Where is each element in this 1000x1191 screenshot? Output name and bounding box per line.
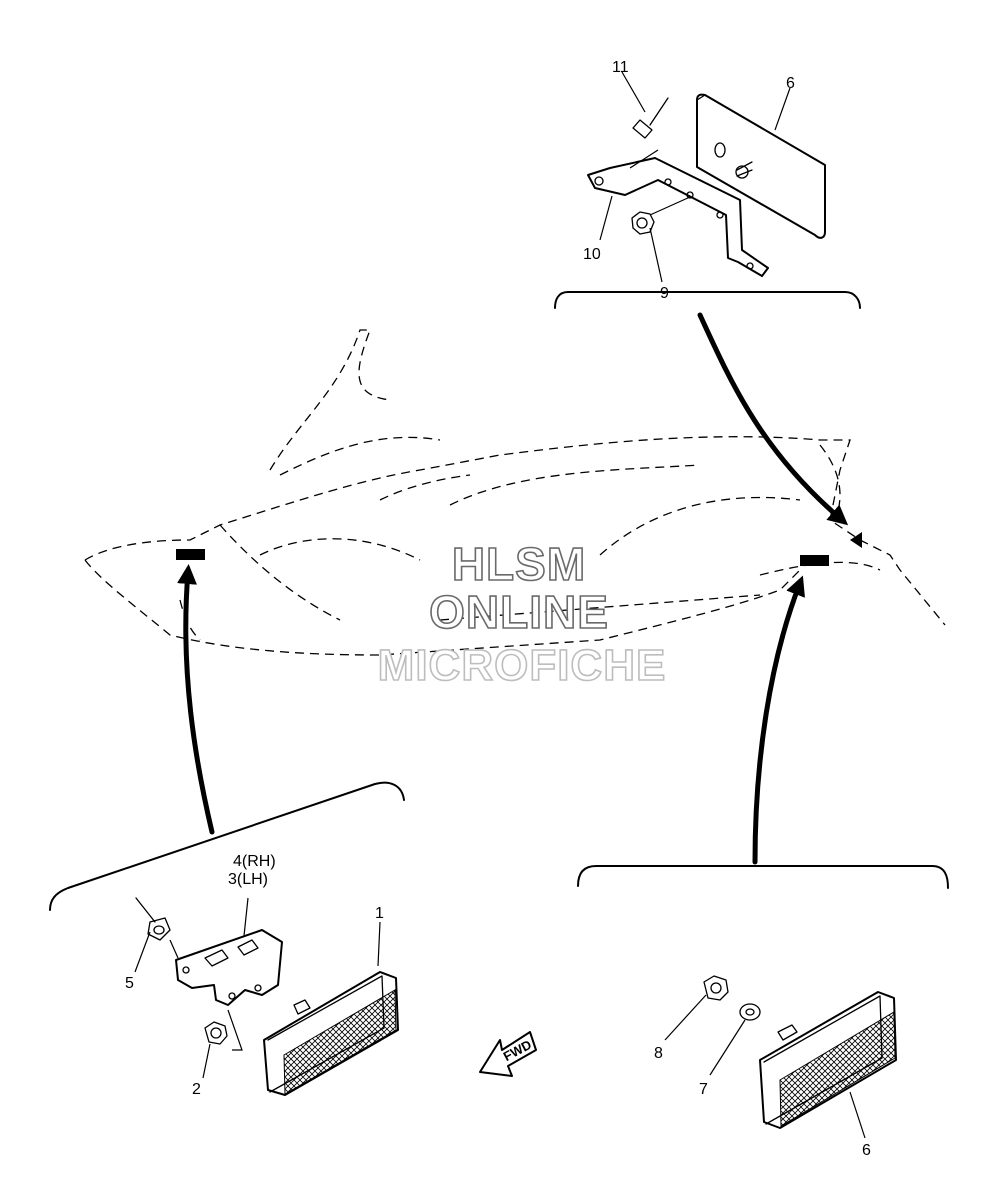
arrow-top-to-rear — [697, 312, 849, 526]
rivet-5 — [135, 897, 171, 941]
forward-direction-arrow: FWD — [479, 1031, 537, 1077]
svg-text:MICROFICHE: MICROFICHE — [378, 641, 667, 690]
nut-8 — [703, 975, 729, 1001]
callout-9: 9 — [660, 285, 669, 302]
callout-5: 5 — [125, 975, 134, 992]
rear-detail: 8 7 6 — [654, 975, 897, 1159]
callout-2: 2 — [192, 1081, 201, 1098]
front-reflector-location — [176, 549, 205, 560]
rear-reflector-location — [800, 555, 829, 566]
watermark: HLSM ONLINE MICROFICHE — [377, 537, 667, 691]
rivet-11 — [632, 97, 669, 139]
callout-7: 7 — [699, 1081, 708, 1098]
bracket-3-4 — [175, 929, 283, 1006]
callout-6-top: 6 — [786, 75, 795, 92]
bracket-10 — [587, 157, 769, 277]
arrow-front-reflector — [177, 564, 215, 835]
svg-text:HLSM: HLSM — [452, 538, 586, 590]
nut-9 — [631, 211, 655, 235]
top-detail: 11 6 10 9 — [583, 59, 826, 302]
callout-10: 10 — [583, 246, 601, 263]
callout-6-bottom: 6 — [862, 1142, 871, 1159]
detail-frame-bottom-left — [49, 781, 405, 911]
nut-2 — [204, 1021, 228, 1045]
callout-8: 8 — [654, 1045, 663, 1062]
detail-frame-bottom-right — [577, 865, 949, 889]
detail-frame-top — [554, 291, 861, 309]
reflector-6-top — [696, 93, 826, 239]
reflector-6-bottom — [759, 991, 897, 1129]
callout-1: 1 — [375, 905, 384, 922]
callout-4-rh: 4(RH) — [233, 853, 276, 870]
arrow-rear-reflector — [752, 575, 805, 865]
rear-bracket-location — [850, 532, 862, 548]
svg-text:ONLINE: ONLINE — [429, 586, 609, 638]
reflector-1 — [263, 971, 399, 1096]
washer-7 — [739, 1003, 761, 1021]
callout-11: 11 — [612, 59, 629, 76]
front-detail: 4(RH) 3(LH) 1 5 2 — [125, 853, 399, 1098]
callout-3-lh: 3(LH) — [228, 871, 268, 888]
